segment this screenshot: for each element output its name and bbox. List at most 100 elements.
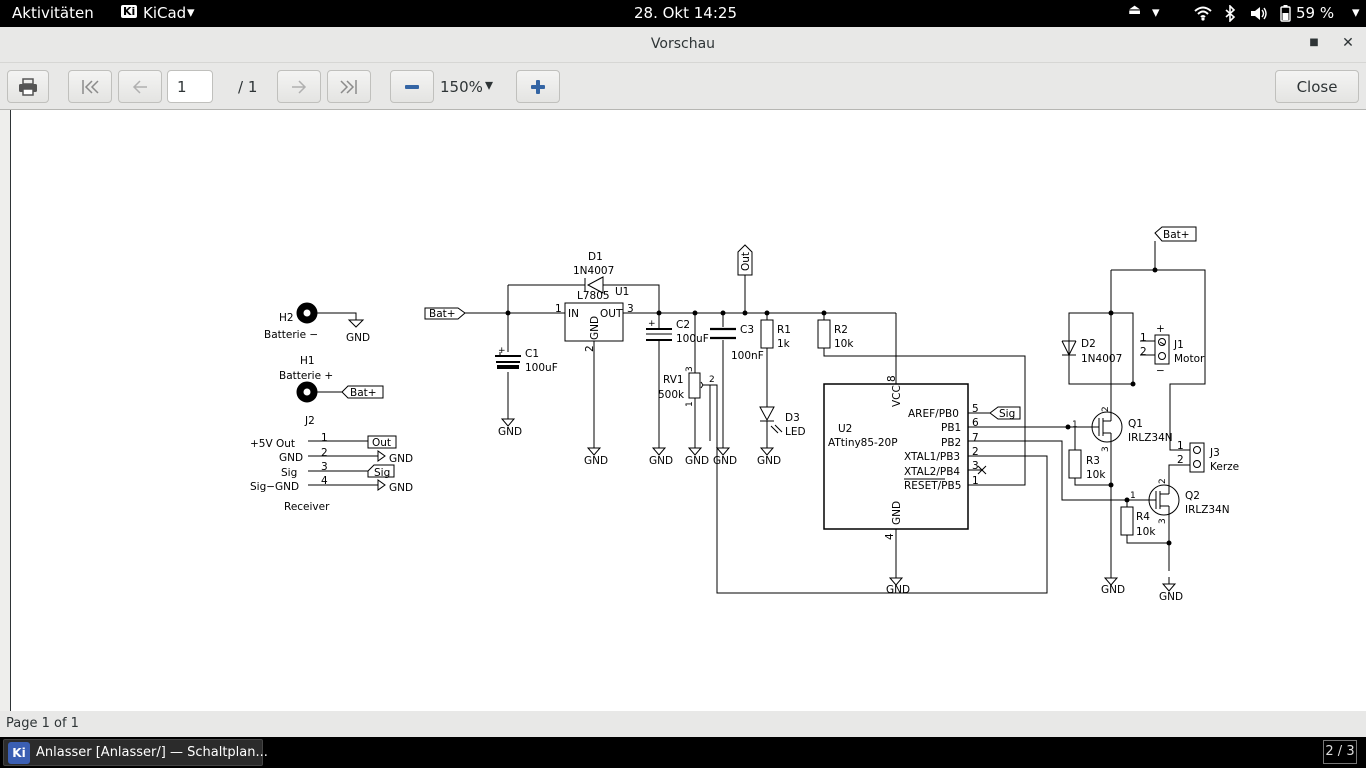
task-button-kicad[interactable]: Ki Anlasser [Anlasser/] — Schaltplan...: [3, 739, 268, 766]
rv1-pin1: 1: [685, 401, 695, 407]
c3-ref: C3: [740, 324, 754, 336]
task-label: Anlasser [Anlasser/] — Schaltplan...: [36, 745, 268, 760]
r3-ref: R3: [1086, 455, 1100, 467]
j3-p2: 2: [1177, 454, 1184, 466]
j2-pin3-num: 3: [321, 461, 328, 473]
battery-icon[interactable]: [1280, 4, 1291, 22]
h2-ref: H2: [279, 312, 294, 324]
zoom-in-button[interactable]: [516, 70, 560, 103]
d3-ref: D3: [785, 412, 800, 424]
r2-ref: R2: [834, 324, 848, 336]
j2-pin4-num: 4: [321, 475, 328, 487]
next-page-button[interactable]: [277, 70, 321, 103]
rv1-pin2: 2: [709, 375, 715, 385]
gnd-rv1: GND: [685, 455, 709, 467]
j1-p1: 1: [1140, 332, 1147, 344]
u2-pin7-name: PB2: [941, 437, 961, 449]
u2-pin2-num: 2: [972, 446, 979, 458]
app-menu-button[interactable]: KiCad: [143, 4, 187, 22]
q1-value: IRLZ34N: [1128, 432, 1173, 444]
chevron-down-icon[interactable]: ▾: [1152, 3, 1160, 21]
j3-value: Kerze: [1210, 461, 1239, 473]
bat-plus-label-in: Bat+: [429, 308, 456, 320]
wifi-icon[interactable]: [1194, 6, 1212, 21]
window-titlebar: Vorschau ■ ✕: [0, 27, 1366, 63]
u2-pin6-num: 6: [972, 417, 979, 429]
last-page-button[interactable]: [327, 70, 371, 103]
kicad-app-icon: Ki: [121, 5, 138, 18]
first-page-button[interactable]: [68, 70, 112, 103]
d1-value: 1N4007: [573, 265, 614, 277]
bat-plus-label: Bat+: [350, 387, 377, 399]
q2-d: 2: [1158, 478, 1168, 484]
sig-label-u2: Sig: [999, 408, 1015, 420]
u2-pin1-name: RESET/PB5: [904, 480, 961, 492]
u2-vcc-num: 8: [886, 375, 898, 382]
q2-g: 1: [1130, 491, 1136, 501]
print-button[interactable]: [7, 70, 49, 103]
c2-ref: C2: [676, 319, 690, 331]
gnd-u1: GND: [584, 455, 608, 467]
preview-canvas[interactable]: H2 Batterie − GND H1 Batterie + Bat+ J2 …: [0, 110, 1366, 711]
h1-label: Batterie +: [279, 370, 333, 382]
j2-ref: J2: [304, 415, 315, 427]
d2-ref: D2: [1081, 338, 1096, 350]
u1-num-in: 1: [555, 303, 562, 315]
u2-pin5-name: AREF/PB0: [908, 408, 959, 420]
j1-minus: −: [1156, 365, 1165, 377]
volume-icon[interactable]: [1250, 6, 1268, 21]
j2-pin1-num: 1: [321, 432, 328, 444]
window-close-button[interactable]: ✕: [1342, 35, 1354, 51]
previous-page-button[interactable]: [118, 70, 162, 103]
j2-pin3-name: Sig: [281, 467, 297, 479]
u2-vcc: VCC: [891, 385, 903, 407]
rv1-value: 500k: [658, 389, 685, 401]
activities-button[interactable]: Aktivitäten: [12, 4, 94, 22]
u2-pin1-num: 1: [972, 475, 979, 487]
clock[interactable]: 28. Okt 14:25: [634, 4, 737, 22]
rv1-pin3: 3: [685, 366, 695, 372]
u2-gnd: GND: [891, 501, 903, 525]
u2-pin7-num: 7: [972, 432, 979, 444]
print-preview-toolbar: / 1 150% ▾ Close: [0, 63, 1366, 110]
u1-pin-in: IN: [568, 308, 579, 320]
page-edge: [0, 110, 11, 711]
window-title: Vorschau: [650, 36, 716, 52]
bluetooth-icon[interactable]: [1224, 5, 1236, 22]
system-menu-chevron-icon[interactable]: ▾: [1352, 3, 1360, 21]
c3-value: 100nF: [731, 350, 764, 362]
status-bar: Page 1 of 1: [0, 711, 1366, 737]
u2-gnd-num: 4: [884, 533, 896, 540]
q2-ref: Q2: [1185, 490, 1200, 502]
r2-value: 10k: [834, 338, 854, 350]
gnd-c2: GND: [649, 455, 673, 467]
zoom-level[interactable]: 150%: [440, 78, 483, 96]
gnd-q1: GND: [1101, 584, 1125, 596]
j1-ref: J1: [1173, 339, 1184, 351]
gnd-label: GND: [346, 332, 370, 344]
u1-value: L7805: [577, 290, 610, 302]
gnd-c3: GND: [713, 455, 737, 467]
j2-pin4-name: Sig−GND: [250, 481, 299, 493]
eject-icon[interactable]: ⏏: [1128, 2, 1142, 18]
page-number-input[interactable]: [167, 70, 213, 103]
d1-ref: D1: [588, 251, 603, 263]
maximize-button[interactable]: ■: [1309, 37, 1319, 48]
bat-plus-label-motor: Bat+: [1163, 229, 1190, 241]
next-page-icon: [292, 79, 307, 94]
c1-value: 100uF: [525, 362, 558, 374]
h1-ref: H1: [300, 355, 315, 367]
u2-pin6-name: PB1: [941, 422, 961, 434]
close-button[interactable]: Close: [1275, 70, 1359, 103]
gnd-label-j2-2: GND: [389, 453, 413, 465]
u1-ref: U1: [615, 286, 629, 298]
u1-num-gnd: 2: [584, 345, 596, 352]
zoom-dropdown-chevron-icon[interactable]: ▾: [485, 75, 494, 94]
d2-value: 1N4007: [1081, 353, 1122, 365]
workspace-indicator[interactable]: 2 / 3: [1323, 740, 1357, 764]
j3-ref: J3: [1209, 447, 1220, 459]
zoom-out-button[interactable]: [390, 70, 434, 103]
r3-value: 10k: [1086, 469, 1106, 481]
battery-percent[interactable]: 59 %: [1296, 4, 1335, 22]
q1-ref: Q1: [1128, 418, 1143, 430]
